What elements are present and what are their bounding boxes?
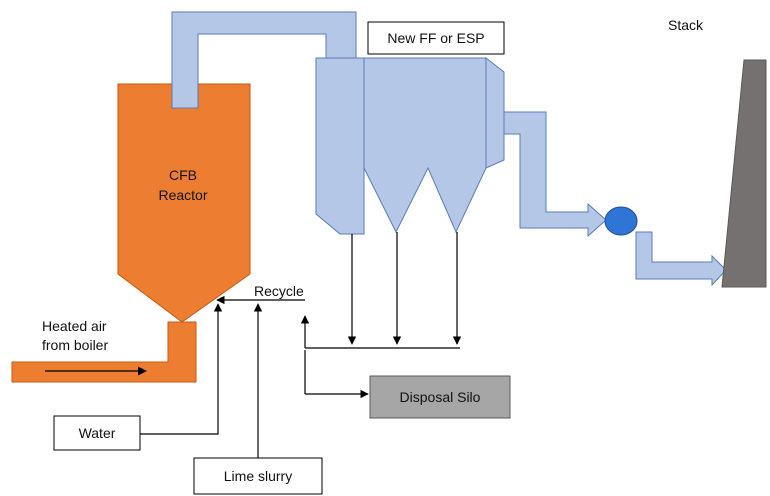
stack xyxy=(721,59,767,288)
induced-draft-fan-icon xyxy=(604,206,638,236)
heated-air-duct xyxy=(11,321,197,383)
feed-lines xyxy=(140,303,263,458)
reactor-label-line1: CFB xyxy=(169,167,197,183)
lime-slurry-box xyxy=(193,457,323,495)
ff-esp-unit xyxy=(315,56,505,235)
ff-esp-inlet-hopper xyxy=(315,57,365,235)
ff-esp-main-body xyxy=(363,57,487,234)
outlet-duct-to-fan xyxy=(503,111,607,238)
new-ff-esp-label: New FF or ESP xyxy=(387,30,484,46)
disposal-silo-label: Disposal Silo xyxy=(400,389,481,405)
water-box xyxy=(53,415,141,451)
new-ff-esp-label-box xyxy=(367,21,505,55)
ff-esp-outlet-cone xyxy=(485,56,505,169)
lime-slurry-label: Lime slurry xyxy=(224,468,292,484)
stack-label: Stack xyxy=(668,17,704,33)
recycle-label: Recycle xyxy=(254,283,304,299)
duct-to-stack xyxy=(635,231,727,287)
heated-air-label-line2: from boiler xyxy=(42,337,108,353)
recycle-and-disposal-lines xyxy=(216,295,369,399)
hopper-discharge-lines xyxy=(305,232,462,349)
water-label: Water xyxy=(79,425,116,441)
heated-air-label-line1: Heated air xyxy=(42,318,107,334)
disposal-silo-box xyxy=(369,375,511,419)
reactor-label-line2: Reactor xyxy=(158,187,207,203)
cfb-reactor xyxy=(117,83,251,323)
